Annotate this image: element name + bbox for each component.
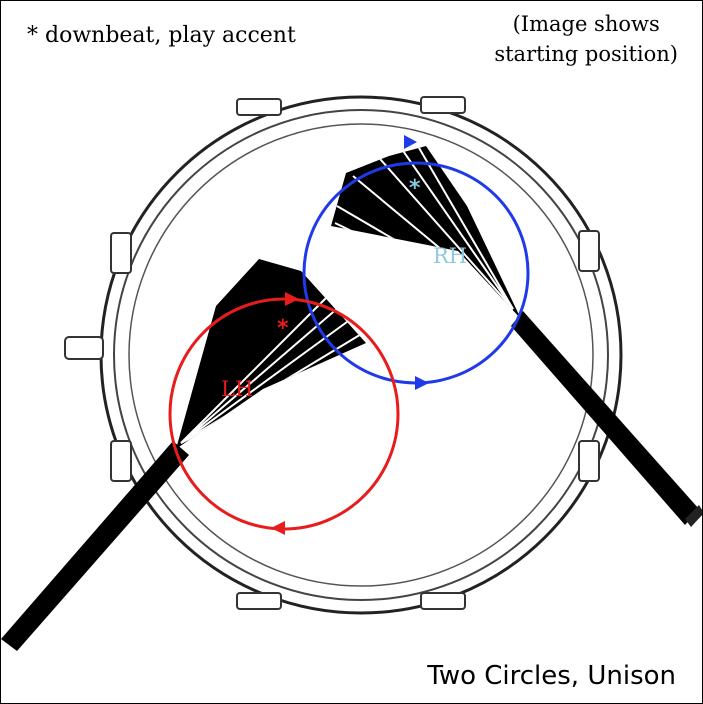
- left-hand-circle: [168, 292, 400, 535]
- right-hand-label: RH: [433, 244, 467, 268]
- right-accent-marker: *: [409, 176, 421, 201]
- left-accent-marker: *: [277, 316, 289, 341]
- direction-arrow-icon: [415, 376, 429, 390]
- position-hint: (Image shows starting position): [494, 9, 678, 69]
- direction-arrow-icon: [271, 521, 285, 535]
- snare-drum-icon: [64, 95, 623, 615]
- right-hand-circle: [302, 135, 530, 390]
- direction-arrow-icon: [404, 135, 417, 149]
- position-hint-line2: starting position): [494, 42, 678, 66]
- diagram-title: Two Circles, Unison: [427, 661, 676, 691]
- accent-note: * downbeat, play accent: [27, 23, 296, 48]
- direction-arrow-icon: [285, 292, 299, 306]
- position-hint-line1: (Image shows: [512, 12, 660, 36]
- left-hand-label: LH: [221, 377, 253, 401]
